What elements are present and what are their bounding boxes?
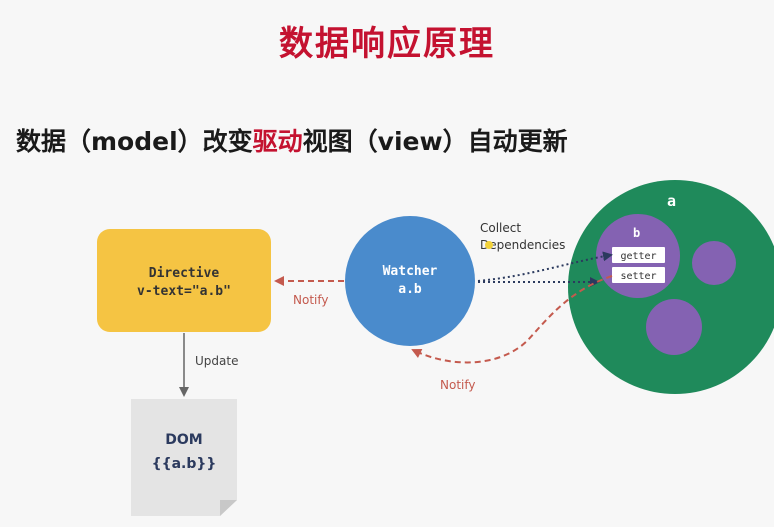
- dom-page-fold: [220, 500, 237, 516]
- cursor-dot: [485, 241, 493, 249]
- setter-label: setter: [620, 271, 656, 282]
- getter-label: getter: [620, 251, 656, 262]
- dom-label: DOM: [165, 432, 202, 448]
- notify-arrow-watcher: [411, 275, 613, 364]
- data-property-3: [646, 299, 702, 355]
- watcher-node: [345, 216, 475, 346]
- slide-title: 数据响应原理: [279, 24, 495, 64]
- directive-label: Directive: [149, 266, 220, 281]
- collect-label-line1: Collect: [480, 221, 521, 235]
- directive-box: [97, 229, 271, 332]
- notify-label-directive: Notify: [293, 293, 328, 307]
- slide-subtitle: 数据（model）改变驱动视图（view）自动更新: [16, 122, 568, 158]
- subtitle-part2: 视图（view）自动更新: [302, 127, 568, 156]
- notify-label-watcher: Notify: [440, 378, 475, 392]
- directive-expression: v-text="a.b": [137, 284, 231, 299]
- setter-box: [612, 267, 665, 283]
- data-object-a: [568, 180, 774, 394]
- data-property-2: [692, 241, 736, 285]
- getter-box: [612, 247, 665, 263]
- dom-page: [131, 399, 237, 516]
- update-label: Update: [195, 354, 238, 368]
- watcher-label: Watcher: [383, 264, 438, 279]
- dom-expression: {{a.b}}: [152, 456, 217, 472]
- data-object-a-label: a: [667, 192, 676, 210]
- collect-label-line2: Dependencies: [480, 238, 565, 252]
- subtitle-highlight: 驱动: [252, 127, 303, 156]
- data-object-b-label: b: [633, 226, 640, 240]
- watcher-expression: a.b: [398, 282, 422, 297]
- subtitle-part1: 数据（model）改变: [16, 127, 253, 156]
- collect-arrow-getter: [477, 251, 613, 282]
